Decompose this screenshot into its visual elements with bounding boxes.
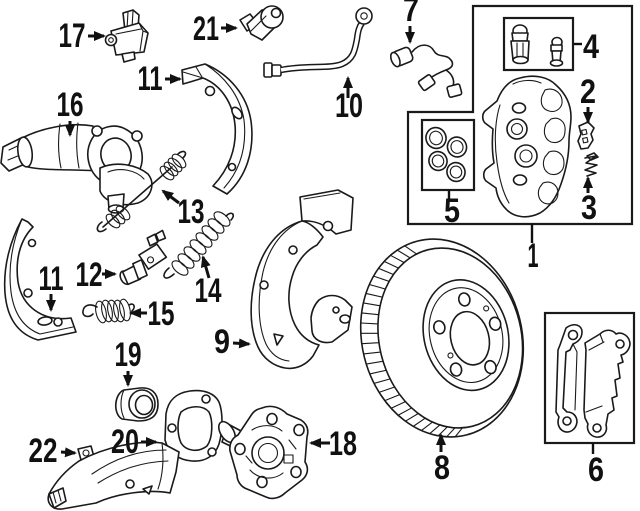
callout-4: 4 <box>583 28 599 66</box>
brake-rotor <box>359 238 525 438</box>
caliper-seal-kit <box>425 126 468 183</box>
cable-bracket-arm <box>47 441 180 510</box>
sensor-switch <box>104 9 149 63</box>
callout-21: 21 <box>193 10 219 48</box>
callout-3: 3 <box>581 189 597 227</box>
bleeder-screws <box>510 24 564 67</box>
strut-rod-spring <box>96 150 187 233</box>
callout-9: 9 <box>214 323 230 361</box>
pad-retainer-clip <box>577 121 595 150</box>
callout-20: 20 <box>111 423 139 461</box>
callout-22: 22 <box>29 432 58 470</box>
callout-arrows <box>46 23 595 458</box>
brake-shoe-lower <box>3 218 77 341</box>
callout-1: 1 <box>528 237 539 275</box>
parking-brake-actuator <box>0 122 153 214</box>
callout-15: 15 <box>148 295 175 333</box>
return-spring-long <box>163 211 234 279</box>
callout-17: 17 <box>59 17 86 55</box>
brake-caliper <box>481 75 572 218</box>
shoe-adjuster <box>119 229 168 286</box>
wear-sensor-wire <box>389 44 463 98</box>
callout-11-lower: 11 <box>39 260 64 298</box>
bleeder-kit-box <box>502 16 575 72</box>
wheel-bearing <box>115 387 159 422</box>
callout-14: 14 <box>195 272 222 310</box>
brake-pads <box>555 323 631 438</box>
hub-gasket <box>164 389 223 462</box>
abs-sensor <box>239 5 284 41</box>
brake-shoe-upper <box>181 63 253 195</box>
splash-shield <box>250 189 354 370</box>
return-spring-short <box>82 298 135 324</box>
caliper-group-box <box>406 4 634 226</box>
callout-6: 6 <box>588 451 604 489</box>
callout-19: 19 <box>115 336 142 374</box>
callout-13: 13 <box>178 193 205 231</box>
callout-18: 18 <box>329 425 357 463</box>
callout-7: 7 <box>403 0 419 29</box>
callout-2: 2 <box>580 73 596 111</box>
wheel-hub <box>217 405 309 500</box>
callout-16: 16 <box>57 86 84 124</box>
anti-rattle-clip <box>584 152 599 177</box>
callout-5: 5 <box>444 192 460 230</box>
callout-8: 8 <box>434 449 450 487</box>
callout-12: 12 <box>76 256 103 294</box>
callout-10: 10 <box>335 87 363 125</box>
brake-hose <box>263 7 373 78</box>
pad-kit-box <box>543 311 636 445</box>
callout-11-upper: 11 <box>138 60 163 98</box>
